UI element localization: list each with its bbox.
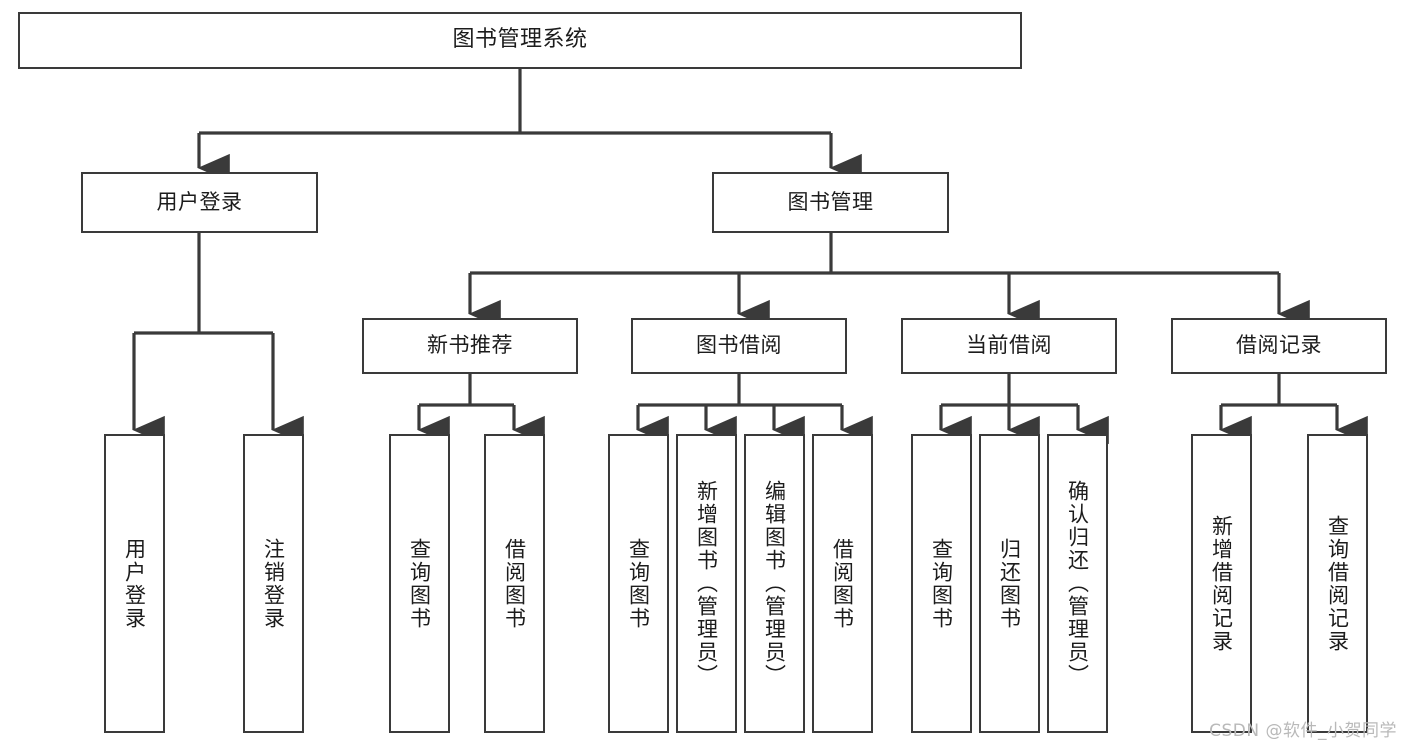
leaf-current-borrow-query[interactable]: 查询图书 [911, 434, 972, 733]
node-label: 查询借阅记录 [1325, 514, 1350, 653]
leaf-current-borrow-return[interactable]: 归还图书 [979, 434, 1040, 733]
node-borrow-record[interactable]: 借阅记录 [1171, 318, 1387, 374]
node-label: 新增图书（管理员） [694, 480, 719, 687]
node-label: 借阅图书 [502, 537, 527, 630]
leaf-book-borrow-borrow[interactable]: 借阅图书 [812, 434, 873, 733]
node-label: 确认归还（管理员） [1065, 480, 1090, 687]
node-label: 查询图书 [929, 537, 954, 630]
node-current-borrow[interactable]: 当前借阅 [901, 318, 1117, 374]
node-label: 查询图书 [407, 537, 432, 630]
node-root-library-system[interactable]: 图书管理系统 [18, 12, 1022, 69]
node-label: 当前借阅 [966, 333, 1052, 358]
node-book-borrow[interactable]: 图书借阅 [631, 318, 847, 374]
watermark-text: CSDN @软件_小贺同学 [1209, 721, 1397, 741]
leaf-book-borrow-add[interactable]: 新增图书（管理员） [676, 434, 737, 733]
leaf-borrow-record-query[interactable]: 查询借阅记录 [1307, 434, 1368, 733]
leaf-new-book-borrow[interactable]: 借阅图书 [484, 434, 545, 733]
leaf-user-login-logout[interactable]: 注销登录 [243, 434, 304, 733]
node-user-login[interactable]: 用户登录 [81, 172, 318, 233]
node-label: 借阅图书 [830, 537, 855, 630]
node-label: 查询图书 [626, 537, 651, 630]
node-label: 新增借阅记录 [1209, 514, 1234, 653]
leaf-borrow-record-add[interactable]: 新增借阅记录 [1191, 434, 1252, 733]
node-label: 用户登录 [122, 537, 147, 630]
node-label: 图书管理系统 [452, 27, 588, 53]
leaf-new-book-query[interactable]: 查询图书 [389, 434, 450, 733]
node-label: 编辑图书（管理员） [762, 480, 787, 687]
node-new-book-recommend[interactable]: 新书推荐 [362, 318, 578, 374]
node-label: 用户登录 [156, 189, 243, 214]
node-label: 注销登录 [261, 537, 286, 630]
node-label: 新书推荐 [427, 333, 513, 358]
node-label: 归还图书 [997, 537, 1022, 630]
node-label: 图书借阅 [696, 333, 782, 358]
leaf-book-borrow-query[interactable]: 查询图书 [608, 434, 669, 733]
leaf-user-login-login[interactable]: 用户登录 [104, 434, 165, 733]
node-label: 借阅记录 [1236, 333, 1322, 358]
node-label: 图书管理 [787, 189, 874, 214]
leaf-book-borrow-edit[interactable]: 编辑图书（管理员） [744, 434, 805, 733]
leaf-current-borrow-confirm-return[interactable]: 确认归还（管理员） [1047, 434, 1108, 733]
node-book-management[interactable]: 图书管理 [712, 172, 949, 233]
